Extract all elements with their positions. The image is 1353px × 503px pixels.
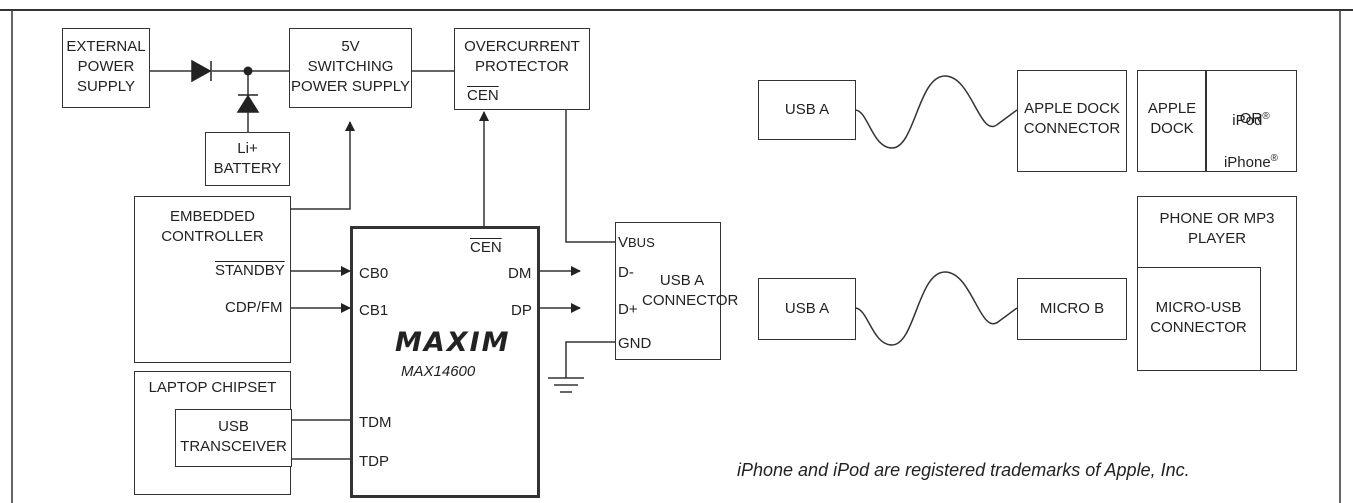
usb-a-connector-box: VBUS D- D+ GND USB A CONNECTOR <box>615 222 739 360</box>
junction-dot <box>243 66 253 76</box>
micro-usb-connector-label: MICRO-USB CONNECTOR <box>1150 299 1247 336</box>
diode-battery <box>236 94 260 113</box>
chip-dp-pin: DP <box>511 302 532 319</box>
embedded-controller-label: EMBEDDED CONTROLLER <box>161 208 264 245</box>
chip-cb1-pin: CB1 <box>359 302 389 319</box>
usb-a-connector-label: USB A CONNECTOR <box>642 272 739 309</box>
apple-dock-label: APPLE DOCK <box>1147 100 1197 137</box>
vbus-sub: BUS <box>628 235 655 250</box>
phone-mp3-player-label: PHONE OR MP3 PLAYER <box>1159 210 1275 247</box>
switching-power-supply-label: 5V SWITCHING POWER SUPPLY <box>291 38 410 95</box>
ipod-text: iPod <box>1232 112 1263 129</box>
switching-power-supply-box: 5V SWITCHING POWER SUPPLY <box>289 28 412 108</box>
external-power-supply-box: EXTERNAL POWER SUPPLY <box>62 28 150 108</box>
standby-label: STANDBY <box>215 262 285 279</box>
apple-dock-divider <box>1205 71 1207 171</box>
chip-tdm-pin: TDM <box>359 414 392 431</box>
laptop-chipset-box: LAPTOP CHIPSET USB TRANSCEIVER <box>134 371 292 495</box>
usb-transceiver-box: USB TRANSCEIVER <box>175 409 292 467</box>
usb-a-top-label: USB A <box>784 101 830 118</box>
ipod-label: iPod® <box>1206 87 1296 131</box>
phone-mp3-player-box: PHONE OR MP3 PLAYER MICRO-USB CONNECTOR <box>1136 196 1297 371</box>
vbus-main: V <box>618 234 629 251</box>
micro-b-box: MICRO B <box>1017 278 1127 340</box>
cable-bottom <box>854 271 1018 346</box>
usb-a-top-box: USB A <box>758 80 856 140</box>
usb-a-bottom-box: USB A <box>758 278 856 340</box>
wire-ec-to-switcher <box>288 121 355 210</box>
usb-transceiver-label: USB TRANSCEIVER <box>180 418 287 455</box>
gnd-pin: GND <box>618 335 652 352</box>
apple-dock-box: APPLE DOCK iPod® OR iPhone® <box>1137 70 1297 172</box>
or-label: OR <box>1239 110 1263 127</box>
wire-gnd <box>565 341 615 378</box>
chip-tdp-pin: TDP <box>359 453 389 470</box>
usb-a-bottom-label: USB A <box>784 300 830 317</box>
cable-top <box>854 75 1018 149</box>
ipod-reg-mark: ® <box>1262 111 1270 122</box>
vbus-pin: VBUS <box>618 234 655 252</box>
trademark-note: iPhone and iPod are registered trademark… <box>737 460 1190 480</box>
d-minus-pin: D- <box>618 264 634 281</box>
micro-usb-connector-box: MICRO-USB CONNECTOR <box>1136 267 1261 371</box>
chip-part-number: MAX14600 <box>401 363 476 380</box>
micro-b-label: MICRO B <box>1039 300 1105 317</box>
maxim-logo: MAXIM <box>395 327 511 358</box>
d-plus-pin: D+ <box>618 301 638 318</box>
iphone-text: iPhone <box>1223 154 1271 171</box>
iphone-reg-mark: ® <box>1270 153 1279 164</box>
iphone-label: iPhone® <box>1206 129 1296 173</box>
embedded-controller-box: EMBEDDED CONTROLLER STANDBY CDP/FM <box>134 196 291 363</box>
overcurrent-cen-label: CEN <box>467 87 499 104</box>
battery-box: Li+ BATTERY <box>205 132 290 186</box>
overcurrent-protector-box: OVERCURRENT PROTECTOR CEN <box>454 28 590 110</box>
wire-ocp-to-vbus <box>565 110 615 243</box>
overcurrent-protector-label: OVERCURRENT PROTECTOR <box>464 38 580 75</box>
chip-dm-pin: DM <box>508 265 532 282</box>
chip-cb0-pin: CB0 <box>359 265 389 282</box>
apple-dock-connector-box: APPLE DOCK CONNECTOR <box>1017 70 1127 172</box>
cdp-fm-label: CDP/FM <box>225 299 283 316</box>
diode-external <box>191 59 212 83</box>
external-power-supply-label: EXTERNAL POWER SUPPLY <box>66 38 146 95</box>
apple-dock-connector-label: APPLE DOCK CONNECTOR <box>1023 100 1121 137</box>
battery-label: Li+ BATTERY <box>213 140 282 177</box>
max14600-chip: CEN CB0 CB1 DM DP MAXIM MAX14600 TDM TDP <box>350 226 540 498</box>
laptop-chipset-label: LAPTOP CHIPSET <box>148 379 277 396</box>
chip-cen-pin: CEN <box>470 239 502 256</box>
